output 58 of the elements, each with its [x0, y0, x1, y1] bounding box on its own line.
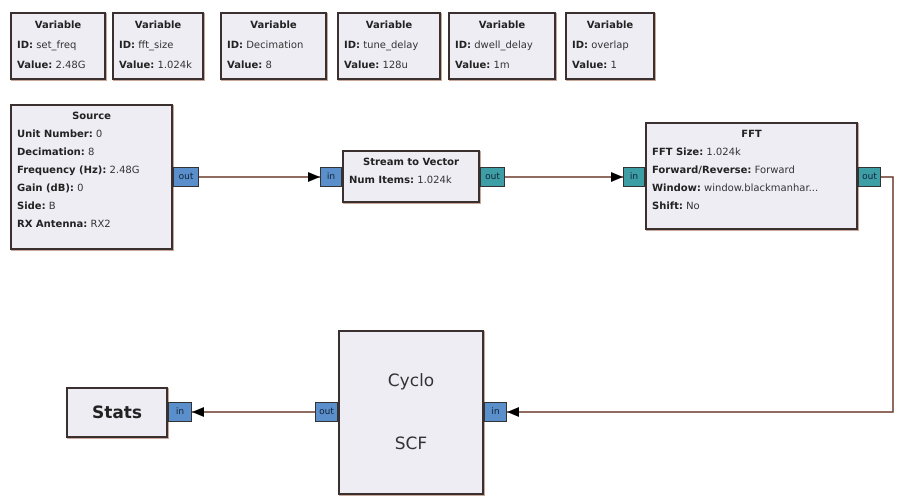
- block-title: Variable: [364, 19, 414, 33]
- block-title: Stream to Vector: [362, 156, 460, 170]
- connector-arrow: [507, 176, 894, 417]
- block-title: FFT: [740, 128, 763, 142]
- variable-block: [10, 12, 106, 80]
- parameter-text: Gain (dB): 0: [17, 182, 84, 196]
- parameter-text: Cyclo: [388, 370, 434, 392]
- block-title: Variable: [249, 19, 298, 33]
- port-tab: in: [623, 167, 645, 187]
- parameter-text: Value: 1m: [455, 59, 511, 73]
- parameter-text: ID: set_freq: [17, 39, 78, 53]
- port-tab: out: [858, 167, 881, 187]
- block-title: Source: [71, 110, 112, 124]
- parameter-text: Value: 8: [227, 59, 273, 73]
- parameter-text: Forward/Reverse: Forward: [652, 164, 796, 178]
- variable-block: [220, 12, 327, 80]
- connector-arrow: [199, 172, 320, 182]
- parameter-text: Frequency (Hz): 2.48G: [17, 164, 141, 178]
- parameter-text: RX Antenna: RX2: [17, 218, 112, 232]
- parameter-text: ID: fft_size: [119, 39, 174, 53]
- parameter-text: FFT Size: 1.024k: [652, 146, 742, 160]
- parameter-text: Value: 128u: [344, 59, 409, 73]
- process-block: [66, 387, 168, 438]
- variable-block: [112, 12, 204, 80]
- parameter-text: Value: 2.48G: [17, 59, 86, 73]
- parameter-text: ID: Decimation: [227, 39, 304, 53]
- parameter-text: Window: window.blackmanhar...: [652, 182, 820, 196]
- connector-arrow: [505, 172, 623, 182]
- block-title: Stats: [92, 402, 142, 424]
- port-tab: in: [168, 402, 192, 422]
- block-title: Variable: [478, 19, 526, 33]
- port-tab: out: [480, 167, 505, 187]
- process-block: [342, 150, 480, 203]
- process-block: [645, 122, 858, 230]
- block-title: Variable: [586, 19, 634, 33]
- block-title: Variable: [34, 19, 82, 33]
- port-tab: out: [315, 402, 338, 422]
- port-tab: in: [320, 167, 342, 187]
- parameter-text: Shift: No: [652, 200, 701, 214]
- variable-block: [337, 12, 441, 80]
- block-title: Variable: [134, 19, 182, 33]
- parameter-text: SCF: [394, 432, 428, 455]
- process-block: [338, 330, 484, 495]
- parameter-text: ID: tune_delay: [344, 39, 420, 53]
- parameter-text: Value: 1: [572, 59, 618, 73]
- parameter-text: Side: B: [17, 200, 57, 214]
- parameter-text: Decimation: 8: [17, 146, 96, 160]
- parameter-text: Num Items: 1.024k: [349, 174, 453, 188]
- parameter-text: Value: 1.024k: [119, 59, 193, 73]
- parameter-text: ID: dwell_delay: [455, 39, 534, 53]
- connector-arrow: [192, 407, 315, 417]
- variable-block: [448, 12, 556, 80]
- variable-block: [565, 12, 655, 80]
- parameter-text: Unit Number: 0: [17, 128, 104, 142]
- process-block: [10, 104, 173, 250]
- parameter-text: ID: overlap: [572, 39, 630, 53]
- port-tab: out: [173, 167, 199, 187]
- port-tab: in: [484, 402, 507, 422]
